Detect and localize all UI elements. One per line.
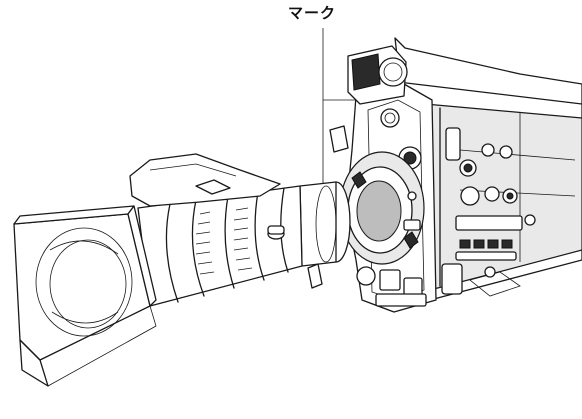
zoom-lens [13, 153, 351, 387]
side-control-panel [441, 127, 536, 297]
mark-callout-label: マーク [288, 4, 337, 22]
lens-mount-ring [339, 151, 425, 265]
lens-hood [13, 205, 157, 387]
viewfinder [347, 45, 408, 105]
